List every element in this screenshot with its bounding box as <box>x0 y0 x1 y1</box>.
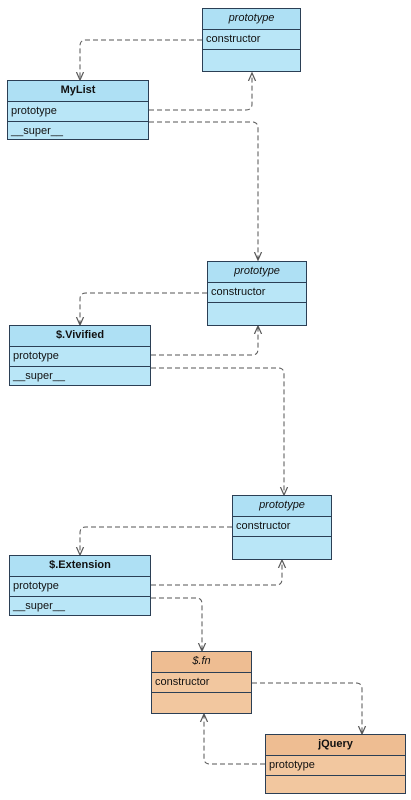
connector-extension-super <box>151 597 202 651</box>
vivified-class: $.Vivified prototype __super__ <box>9 325 151 386</box>
connector-extension-proto-constructor <box>80 526 232 555</box>
connector-vivified-proto-constructor <box>80 292 207 325</box>
jquery-prototype-field: prototype <box>266 755 405 775</box>
mylist-prototype-methods-compartment <box>203 49 300 71</box>
extension-class: $.Extension prototype __super__ <box>9 555 151 616</box>
mylist-class: MyList prototype __super__ <box>7 80 149 140</box>
vivified-prototype-constructor-field: constructor <box>208 282 306 302</box>
jquery-methods-compartment <box>266 775 405 793</box>
mylist-prototype-constructor-field: constructor <box>203 29 300 49</box>
extension-class-title: $.Extension <box>10 556 150 576</box>
mylist-prototype-field: prototype <box>8 101 148 121</box>
fn-object: $.fn constructor <box>151 651 252 714</box>
extension-super-field: __super__ <box>10 596 150 615</box>
mylist-prototype-object: prototype constructor <box>202 8 301 72</box>
vivified-class-title: $.Vivified <box>10 326 150 346</box>
extension-prototype-methods-compartment <box>233 536 331 559</box>
mylist-super-field: __super__ <box>8 121 148 139</box>
connector-mylist-proto-constructor <box>80 39 202 80</box>
jquery-class: jQuery prototype <box>265 734 406 794</box>
vivified-prototype-methods-compartment <box>208 302 306 325</box>
connector-extension-prototype <box>151 560 282 586</box>
connector-jquery-prototype <box>204 714 265 765</box>
fn-methods-compartment <box>152 692 251 713</box>
extension-prototype-title: prototype <box>233 496 331 516</box>
fn-constructor-field: constructor <box>152 672 251 692</box>
connector-vivified-prototype <box>151 326 258 356</box>
vivified-prototype-field: prototype <box>10 346 150 366</box>
connector-fn-constructor <box>252 682 362 734</box>
vivified-super-field: __super__ <box>10 366 150 385</box>
connector-vivified-super <box>151 367 284 495</box>
mylist-class-title: MyList <box>8 81 148 101</box>
extension-prototype-constructor-field: constructor <box>233 516 331 536</box>
connector-mylist-super <box>149 121 258 260</box>
extension-prototype-object: prototype constructor <box>232 495 332 560</box>
vivified-prototype-object: prototype constructor <box>207 261 307 326</box>
extension-prototype-field: prototype <box>10 576 150 596</box>
fn-object-title: $.fn <box>152 652 251 672</box>
vivified-prototype-title: prototype <box>208 262 306 282</box>
jquery-class-title: jQuery <box>266 735 405 755</box>
connector-mylist-prototype <box>149 73 252 111</box>
mylist-prototype-title: prototype <box>203 9 300 29</box>
